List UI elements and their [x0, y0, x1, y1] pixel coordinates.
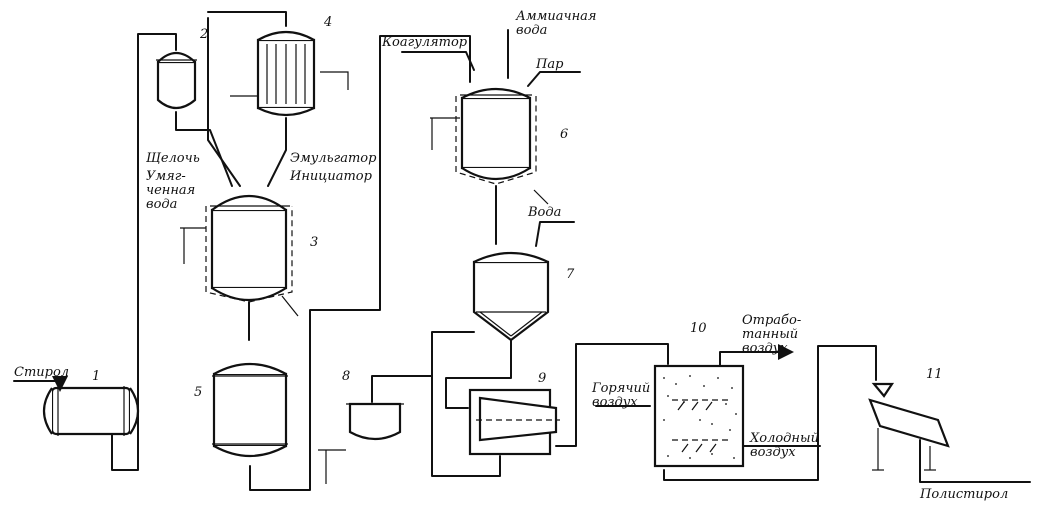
label-steam: Пар	[535, 57, 564, 72]
number-5: 5	[194, 385, 202, 400]
equipment-1-styrene-tank	[42, 386, 140, 436]
label-styrene: Стирол	[14, 365, 69, 380]
label-initiator: Инициатор	[289, 169, 373, 184]
equipment-10-dryer	[653, 364, 745, 468]
equipment-4-condenser	[256, 30, 316, 117]
pipelines	[13, 11, 1031, 491]
number-7: 7	[566, 267, 575, 282]
number-4: 4	[323, 15, 332, 30]
equipment-8-receiver	[346, 402, 404, 441]
number-3: 3	[310, 235, 318, 250]
number-10: 10	[690, 321, 707, 336]
label-water: Вода	[527, 205, 561, 220]
number-9: 9	[538, 371, 546, 386]
label-emulsifier: Эмульгатор	[290, 151, 377, 166]
label-alkali: Щелочь	[146, 151, 200, 166]
number-2: 2	[199, 27, 208, 42]
equipment-numbers: 1 2 3 4 5 6 7 8 9 10 11	[92, 15, 943, 400]
label-polystyrene: Полистирол	[919, 487, 1008, 502]
equipment-2-dosing-vessel	[156, 51, 197, 110]
equipment-5-tank	[212, 363, 288, 457]
label-coagulator: Коагулятор	[381, 35, 468, 50]
number-1: 1	[92, 369, 100, 384]
number-11: 11	[926, 367, 943, 382]
equipment-9-centrifuge	[468, 388, 560, 456]
number-6: 6	[560, 127, 568, 142]
number-8: 8	[342, 369, 350, 384]
equipment-6-coagulator	[455, 88, 537, 185]
equipment-7-settler	[472, 252, 550, 342]
equipment-3-polymerizer	[205, 194, 293, 303]
equipment-11-sieve	[868, 382, 950, 471]
stream-labels: Стирол Щелочь Эмульгатор Инициатор Коагу…	[14, 35, 1008, 502]
